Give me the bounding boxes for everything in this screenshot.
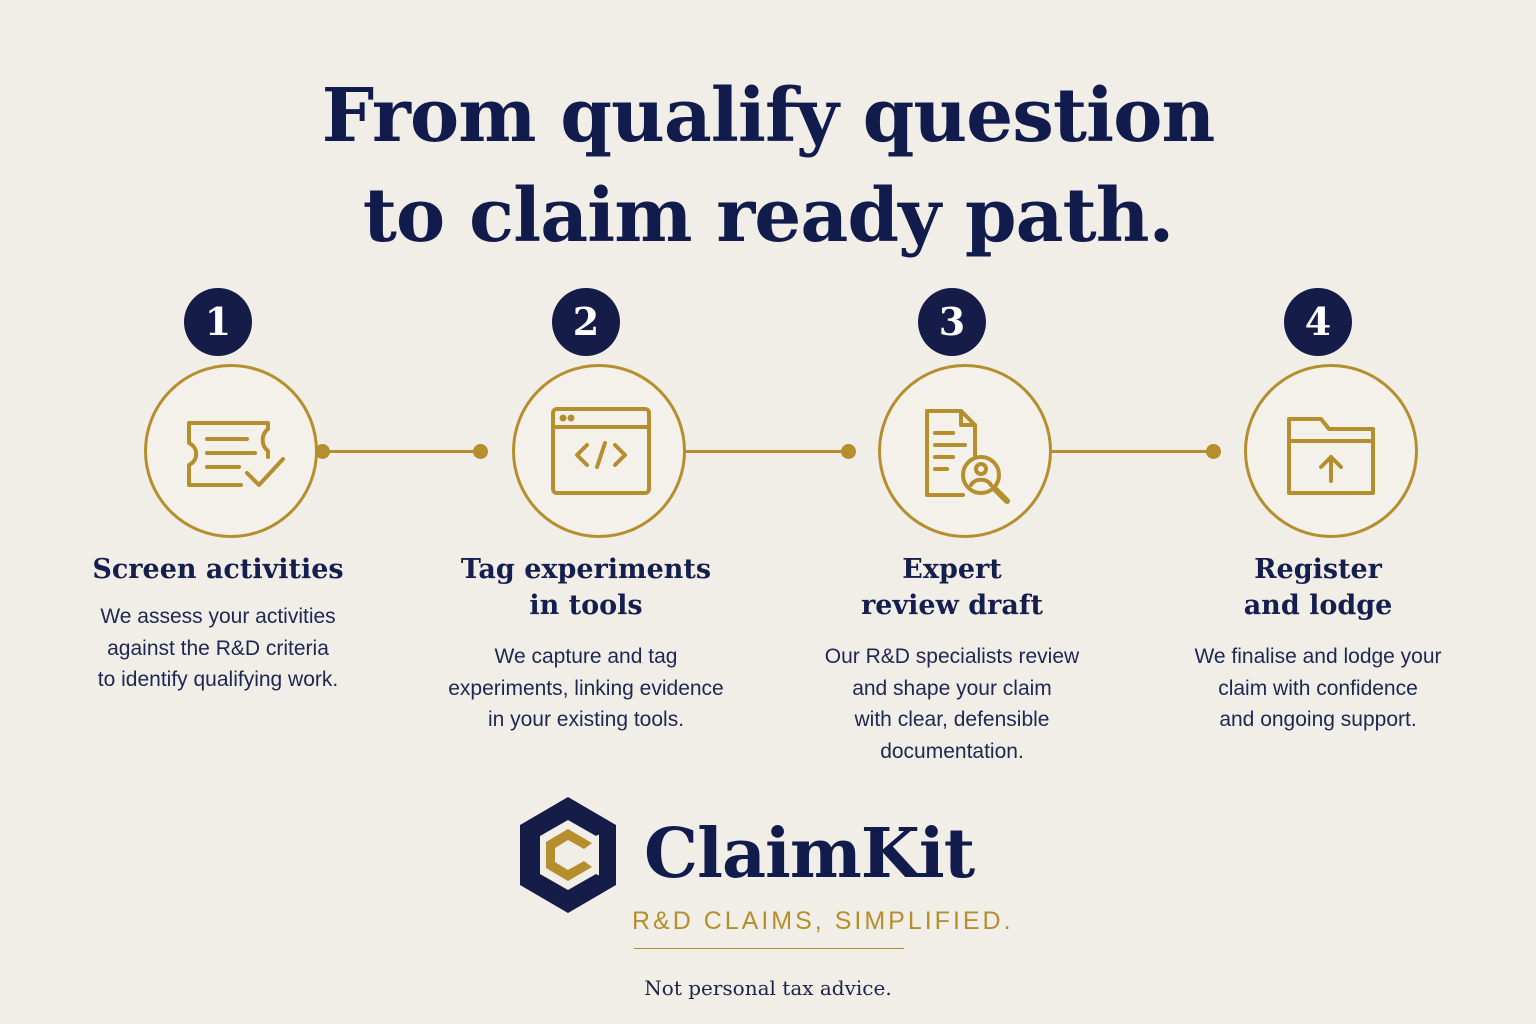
step-number-badge: 2 xyxy=(552,288,620,356)
brand-tagline: R&D CLAIMS, SIMPLIFIED. xyxy=(632,907,1014,935)
step-description: We finalise and lodge your claim with co… xyxy=(1194,645,1442,731)
step-number-badge: 4 xyxy=(1284,288,1352,356)
document-search-icon xyxy=(925,409,1010,504)
connector-3-4 xyxy=(1036,450,1214,453)
step-title: Expert review draft xyxy=(861,554,1043,621)
step-icon-circle xyxy=(878,364,1052,538)
folder-upload-icon xyxy=(1287,417,1375,495)
step-number-badge: 3 xyxy=(918,288,986,356)
tagline-divider xyxy=(634,948,904,949)
step-title: Screen activities xyxy=(92,554,344,585)
connector-dot xyxy=(473,444,488,459)
connector-dot xyxy=(841,444,856,459)
connector-dot xyxy=(315,444,330,459)
brand-lockup: ClaimKit R&D CLAIMS, SIMPLIFIED. xyxy=(516,795,1036,965)
connector-1-2 xyxy=(323,450,481,453)
connector-dot xyxy=(1206,444,1221,459)
connector-2-3 xyxy=(670,450,848,453)
hexagon-c-logo xyxy=(520,797,616,913)
headline-line-1: From qualify question xyxy=(321,73,1216,159)
checklist-ticket-icon xyxy=(187,421,285,487)
step-description: Our R&D specialists review and shape you… xyxy=(824,645,1080,763)
step-title: Tag experiments in tools xyxy=(460,554,712,621)
disclaimer: Not personal tax advice. xyxy=(644,976,892,1000)
step-description: We capture and tag experiments, linking … xyxy=(448,645,724,731)
step-description: We assess your activities against the R&… xyxy=(97,605,339,691)
step-title: Register and lodge xyxy=(1243,554,1393,621)
step-icon-circle xyxy=(1244,364,1418,538)
step-icon-circle xyxy=(144,364,318,538)
page-title: From qualify question to claim ready pat… xyxy=(0,66,1536,266)
step-icon-circle xyxy=(512,364,686,538)
step-number-badge: 1 xyxy=(184,288,252,356)
code-window-icon xyxy=(551,407,651,495)
brand-name: ClaimKit xyxy=(644,814,975,894)
headline-line-2: to claim ready path. xyxy=(362,173,1175,259)
